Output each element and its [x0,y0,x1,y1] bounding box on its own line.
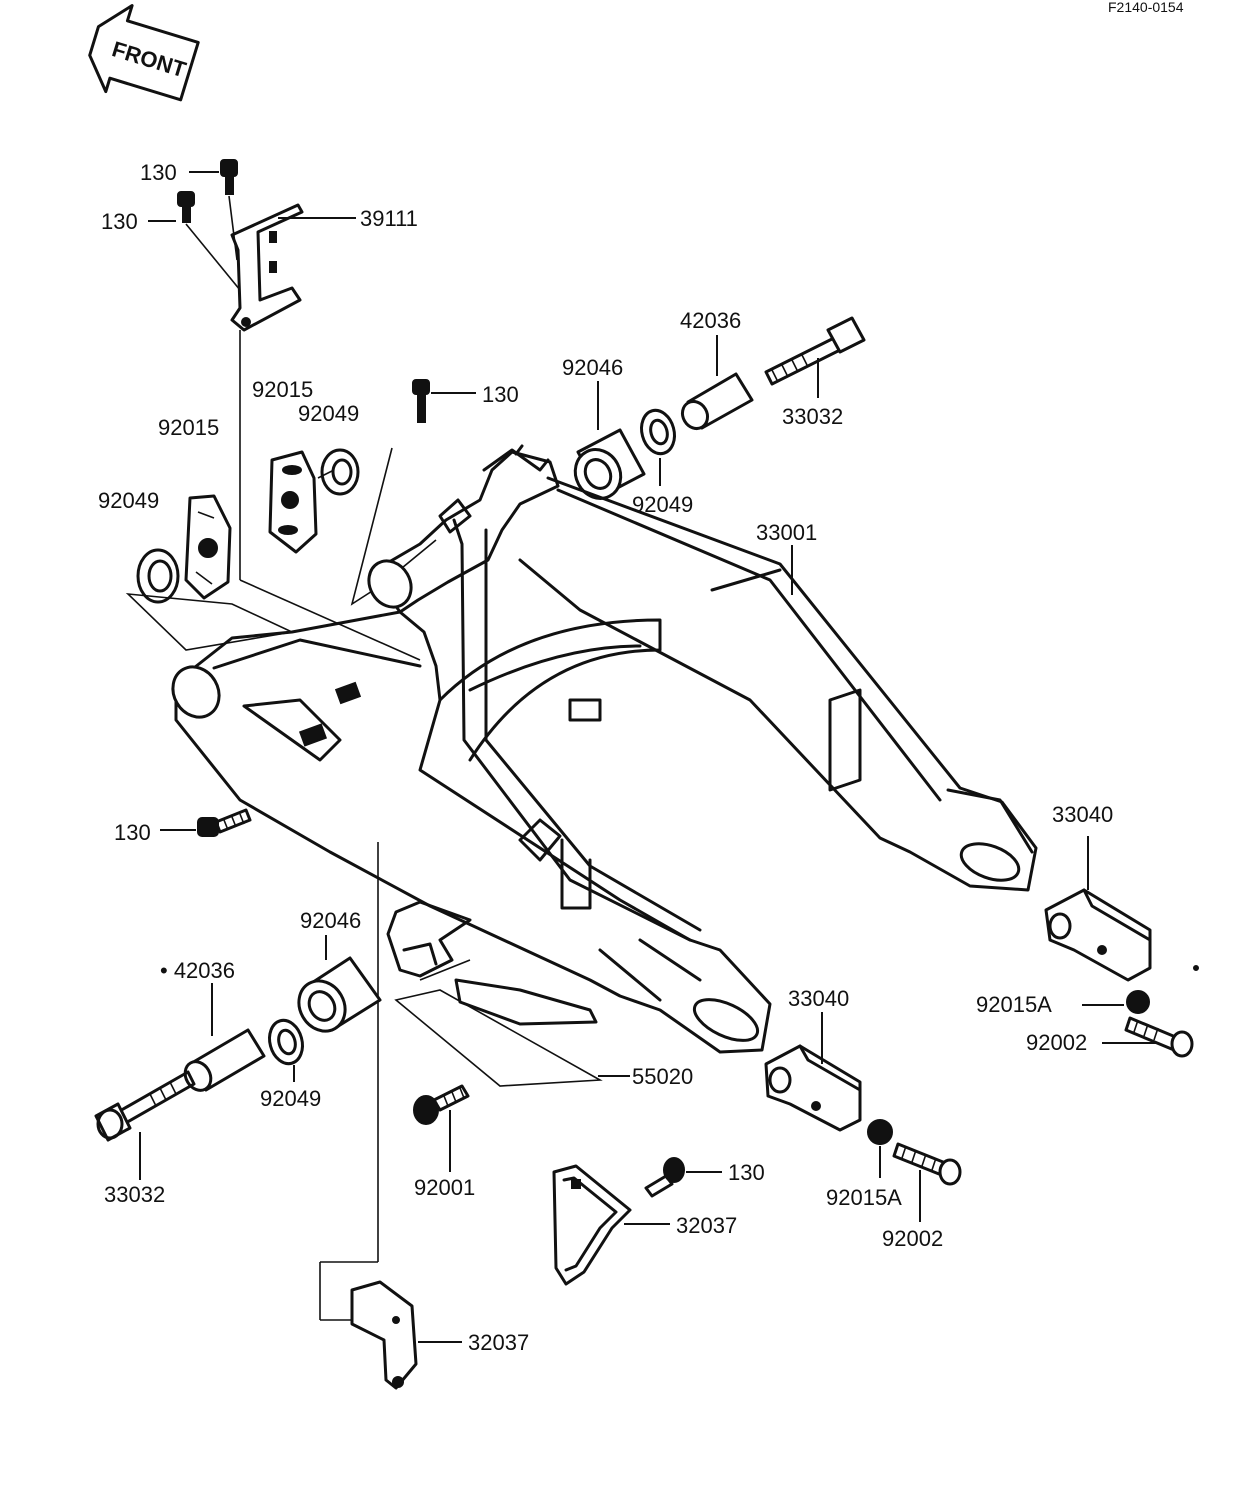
callout-33040-right: 33040 [1052,802,1113,827]
washer-92049-left-shape [136,548,180,604]
callout-130-e: 130 [728,1160,765,1185]
cover-32037-lower-shape [350,1280,418,1390]
sleeve-92046-top-shape [573,428,646,500]
callout-92046-bottom: 92046 [300,908,361,933]
callout-130-a: 130 [140,160,177,185]
plate-92015-center-shape [268,450,318,554]
callout-130-d: 130 [114,820,151,845]
callout-130-b: 130 [101,209,138,234]
callout-92049-a: 92049 [298,401,359,426]
callout-39111: 39111 [360,206,418,231]
callout-33032-top: 33032 [782,404,843,429]
callout-33001: 33001 [756,520,817,545]
bolt-130-e-icon [644,1157,685,1198]
callout-55020: 55020 [632,1064,693,1089]
front-label: FRONT [109,36,189,82]
washer-92049-top-shape [640,408,676,456]
nut-92015a-center-icon [867,1119,893,1145]
guard-55020-shape [386,900,603,1087]
nut-92015a-right-icon [1126,990,1150,1014]
cover-32037-upper-shape [552,1164,632,1286]
washer-92049-center-shape [320,448,360,496]
sleeve-92046-bottom-shape [297,956,382,1033]
bushing-42036-bottom-shape [183,1028,266,1092]
bushing-42036-top-shape [680,372,754,431]
bolt-130-a-icon [220,159,238,195]
callout-92015-a: 92015 [252,377,313,402]
callout-92001: 92001 [414,1175,475,1200]
callout-33032-bottom: 33032 [104,1182,165,1207]
plate-92015-left-shape [184,494,232,600]
bolt-130-d-icon [197,808,252,837]
bracket-39111-shape [230,203,304,332]
callout-33040-center: 33040 [788,986,849,1011]
bolt-130-c-icon [412,379,430,423]
callout-92015a-right: 92015A [976,992,1052,1017]
callout-92046-top: 92046 [562,355,623,380]
callout-92002-center: 92002 [882,1226,943,1251]
adjuster-33040-center-shape [764,1044,862,1132]
pivot-shaft-33032-bottom-shape [94,1070,196,1142]
callout-42036-bottom: • 42036 [160,958,235,983]
callout-92049-b: 92049 [98,488,159,513]
front-arrow-icon: FRONT [88,4,200,102]
bolt-130-b-icon [177,191,195,223]
callout-130-c: 130 [482,382,519,407]
callout-92015a-center: 92015A [826,1185,902,1210]
callout-92002-right: 92002 [1026,1030,1087,1055]
adjuster-33040-right-shape [1044,888,1152,982]
washer-92049-bottom-shape [268,1018,304,1066]
callout-32037-lower: 32037 [468,1330,529,1355]
swingarm-33001-shape [171,444,1038,1054]
bolt-92001-icon [413,1084,470,1125]
callout-32037-upper: 32037 [676,1213,737,1238]
callout-92049-c: 92049 [632,492,693,517]
bolt-92002-center-icon [892,1142,962,1186]
pivot-shaft-33032-top-shape [764,316,866,386]
bolt-92002-right-icon [1124,1016,1194,1058]
callout-42036-top: 42036 [680,308,741,333]
diagram-code: F2140-0154 [1108,0,1184,15]
callout-92015-b: 92015 [158,415,219,440]
callout-92049-d: 92049 [260,1086,321,1111]
